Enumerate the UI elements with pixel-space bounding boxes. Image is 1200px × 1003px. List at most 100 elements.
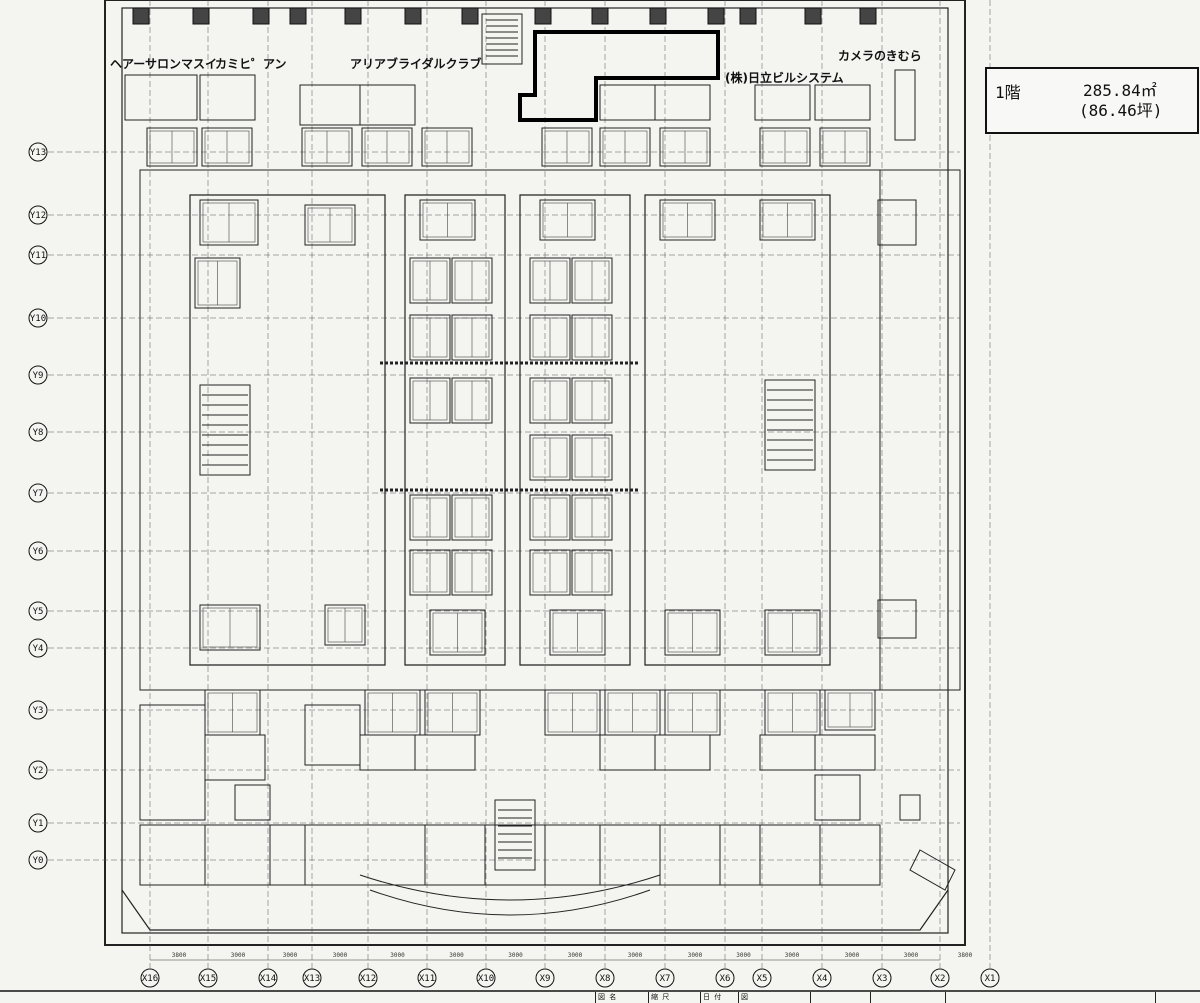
col-axis-label: X5 bbox=[757, 974, 768, 984]
room-block bbox=[194, 257, 241, 309]
room-block bbox=[759, 127, 811, 167]
title-block-cell bbox=[810, 992, 868, 1003]
room-block bbox=[529, 377, 571, 424]
col-axis-label: X9 bbox=[540, 974, 551, 984]
room-block bbox=[544, 689, 601, 736]
dimension-label: 3000 bbox=[736, 952, 751, 959]
bottom-stair bbox=[494, 799, 536, 871]
col-axis-marker: X9 bbox=[535, 968, 555, 988]
row-axis-label: Y6 bbox=[33, 547, 44, 557]
col-axis-marker: X1 bbox=[980, 968, 1000, 988]
col-axis-label: X4 bbox=[817, 974, 828, 984]
row-axis-marker: Y0 bbox=[28, 850, 48, 870]
dimension-label: 3800 bbox=[958, 952, 973, 959]
col-axis-label: X8 bbox=[600, 974, 611, 984]
dimension-label: 3000 bbox=[333, 952, 348, 959]
row-axis-marker: Y9 bbox=[28, 365, 48, 385]
room-block bbox=[409, 549, 451, 596]
dimension-label: 3000 bbox=[904, 952, 919, 959]
room-block bbox=[419, 199, 476, 241]
row-axis-label: Y7 bbox=[33, 489, 44, 499]
col-axis-marker: X15 bbox=[198, 968, 218, 988]
room-block bbox=[451, 377, 493, 424]
title-block-cell: 図 bbox=[738, 992, 801, 1003]
right-side-details bbox=[877, 69, 961, 891]
col-axis-marker: X7 bbox=[655, 968, 675, 988]
area-sqm-label: 285.84㎡ bbox=[1083, 81, 1157, 100]
row-axis-label: Y4 bbox=[33, 644, 44, 654]
room-block bbox=[361, 127, 413, 167]
room-block bbox=[451, 257, 493, 304]
title-block-cell bbox=[1155, 992, 1198, 1003]
col-axis-marker: X14 bbox=[258, 968, 278, 988]
room-block bbox=[764, 689, 821, 736]
row-axis-marker: Y10 bbox=[28, 308, 48, 328]
tenant-label: (株)日立ビルシステム bbox=[725, 70, 844, 85]
row-axis-label: Y1 bbox=[33, 819, 44, 829]
room-block bbox=[204, 689, 261, 736]
elevator-blocks bbox=[146, 127, 876, 736]
dimension-label: 3000 bbox=[449, 952, 464, 959]
room-block bbox=[409, 494, 451, 541]
grid-cols bbox=[149, 0, 991, 968]
room-block bbox=[571, 257, 613, 304]
col-axis-label: X14 bbox=[260, 974, 276, 984]
room-block bbox=[571, 314, 613, 361]
row-axis-marker: Y2 bbox=[28, 760, 48, 780]
bottom-rooms bbox=[139, 704, 881, 886]
room-block bbox=[199, 604, 261, 651]
col-axis-label: X1 bbox=[985, 974, 996, 984]
room-block bbox=[529, 434, 571, 481]
title-block-cell: 縮 尺 bbox=[648, 992, 681, 1003]
room-block bbox=[819, 127, 871, 167]
row-axis-marker: Y8 bbox=[28, 422, 48, 442]
row-axis-marker: Y13 bbox=[28, 142, 48, 162]
room-block bbox=[764, 609, 821, 656]
col-axis-marker: X5 bbox=[752, 968, 772, 988]
row-axis-marker: Y1 bbox=[28, 813, 48, 833]
room-block bbox=[664, 609, 721, 656]
area-tsubo-label: (86.46坪) bbox=[1079, 101, 1163, 120]
title-block-cell bbox=[870, 992, 948, 1003]
row-axis-label: Y10 bbox=[30, 314, 46, 324]
room-block bbox=[409, 314, 451, 361]
dimension-label: 3000 bbox=[231, 952, 246, 959]
room-block bbox=[659, 199, 716, 241]
col-axis-label: X15 bbox=[200, 974, 216, 984]
col-axis-label: X10 bbox=[478, 974, 494, 984]
title-block-cell: 図 名 bbox=[595, 992, 628, 1003]
title-block-cell bbox=[945, 992, 1148, 1003]
col-axis-marker: X3 bbox=[872, 968, 892, 988]
col-axis-label: X16 bbox=[142, 974, 158, 984]
tenant-label: カミヒ゜アン bbox=[215, 57, 287, 71]
col-axis-label: X2 bbox=[935, 974, 946, 984]
core-stairs bbox=[199, 379, 816, 476]
dimension-label: 3800 bbox=[172, 952, 187, 959]
row-axis-label: Y5 bbox=[33, 607, 44, 617]
row-axis-marker: Y5 bbox=[28, 601, 48, 621]
row-axis-label: Y2 bbox=[33, 766, 44, 776]
room-block bbox=[529, 257, 571, 304]
floor-label: 1階 bbox=[995, 83, 1021, 102]
room-block bbox=[451, 549, 493, 596]
room-block bbox=[549, 609, 606, 656]
dimension-label: 3000 bbox=[628, 952, 643, 959]
core-zones bbox=[189, 194, 831, 666]
col-axis-label: X6 bbox=[720, 974, 731, 984]
dimension-label: 3000 bbox=[508, 952, 523, 959]
row-axis-marker: Y7 bbox=[28, 483, 48, 503]
col-axis-marker: X16 bbox=[140, 968, 160, 988]
row-axis-marker: Y4 bbox=[28, 638, 48, 658]
row-axis-label: Y0 bbox=[33, 856, 44, 866]
room-block bbox=[364, 689, 421, 736]
room-block bbox=[571, 549, 613, 596]
col-axis-marker: X13 bbox=[302, 968, 322, 988]
room-block bbox=[659, 127, 711, 167]
col-axis-marker: X11 bbox=[417, 968, 437, 988]
room-block bbox=[664, 689, 721, 736]
col-axis-marker: X4 bbox=[812, 968, 832, 988]
col-axis-marker: X6 bbox=[715, 968, 735, 988]
